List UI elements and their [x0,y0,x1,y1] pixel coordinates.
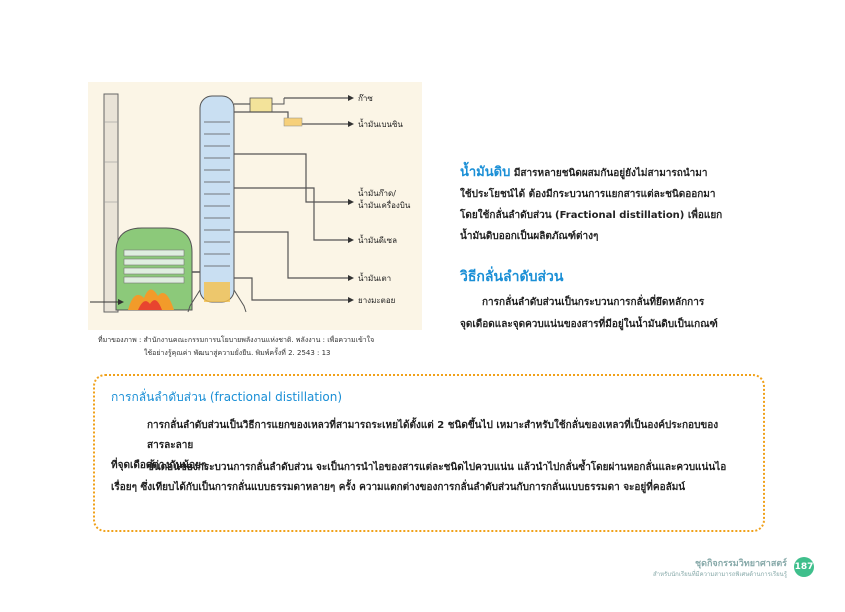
page-number-badge: 187 [794,557,814,577]
label-gasoline: น้ำมันเบนซิน [358,118,403,129]
label-gas: ก๊าซ [358,93,373,103]
tower-trays [204,121,230,267]
info-p1-line-1: การกลั่นลำดับส่วนเป็นวิธีการแยกของเหลวที… [147,420,719,451]
chimney [103,93,119,313]
label-fuel-oil: น้ำมันเตา [358,272,391,283]
crude-oil-line-4: น้ำมันดิบออกเป็นผลิตภัณฑ์ต่างๆ [460,231,599,242]
output-pipes [234,97,348,301]
info-paragraph-2: ขั้นตอนของกระบวนการกลั่นลำดับส่วน จะเป็น… [111,458,751,498]
info-box-title: การกลั่นลำดับส่วน (fractional distillati… [111,390,343,404]
crude-oil-line-1: มีสารหลายชนิดผสมกันอยู่ยังไม่สามารถนำมา [510,168,708,179]
label-jet-fuel: น้ำมันเครื่องบิน [358,199,411,210]
info-p2-line-2: เรื่อยๆ ซึ่งเทียบได้กับเป็นการกลั่นแบบธร… [111,482,686,493]
method-line-2: จุดเดือดและจุดควบแน่นของสารที่มีอยู่ในน้… [460,319,718,330]
distillation-tower [199,95,235,303]
method-paragraph: การกลั่นลำดับส่วนเป็นกระบวนการกลั่นที่ยึ… [460,292,780,336]
info-p1-line-2: ที่จุดเดือดต่างกันน้อยๆ [111,460,207,471]
crude-oil-line-2: ใช้ประโยชน์ได้ ต้องมีกระบวนการแยกสารแต่ล… [460,189,716,200]
footer-subtitle: สำหรับนักเรียนที่มีความสามารถพิเศษด้านกา… [653,571,787,578]
info-p2-line-1: ขั้นตอนของกระบวนการกลั่นลำดับส่วน จะเป็น… [147,462,727,473]
label-kerosene: น้ำมันก๊าด/ [358,187,396,198]
caption-line-1: ที่มาของภาพ : สำนักงานคณะกรรมการนโยบายพล… [98,336,375,344]
info-paragraph-1: การกลั่นลำดับส่วนเป็นวิธีการแยกของเหลวที… [111,416,751,476]
method-line-1: การกลั่นลำดับส่วนเป็นกระบวนการกลั่นที่ยึ… [482,297,705,308]
crude-oil-paragraph: น้ำมันดิบ มีสารหลายชนิดผสมกันอยู่ยังไม่ส… [460,162,780,247]
info-box: การกลั่นลำดับส่วน (fractional distillati… [93,374,765,532]
distillation-diagram: ก๊าซ น้ำมันเบนซิน น้ำมันก๊าด/ น้ำมันเครื… [90,93,411,313]
distillation-figure: ก๊าซ น้ำมันเบนซิน น้ำมันก๊าด/ น้ำมันเครื… [88,82,422,330]
furnace-flame [128,289,174,310]
condenser [249,97,273,113]
method-heading: วิธีกลั่นลำดับส่วน [460,269,564,285]
crude-oil-line-3: โดยใช้กลั่นลำดับส่วน (Fractional distill… [460,210,723,221]
footer-title: ชุดกิจกรรมวิทยาศาสตร์ [695,559,787,569]
label-diesel: น้ำมันดีเซล [358,234,397,245]
crude-oil-keyword: น้ำมันดิบ [460,165,511,180]
label-asphalt: ยางมะตอย [358,296,395,305]
caption-line-2: ใช้อย่างรู้คุณค่า พัฒนาสู่ความยั่งยืน. พ… [144,349,331,357]
figure-caption: ที่มาของภาพ : สำนักงานคณะกรรมการนโยบายพล… [98,334,428,360]
